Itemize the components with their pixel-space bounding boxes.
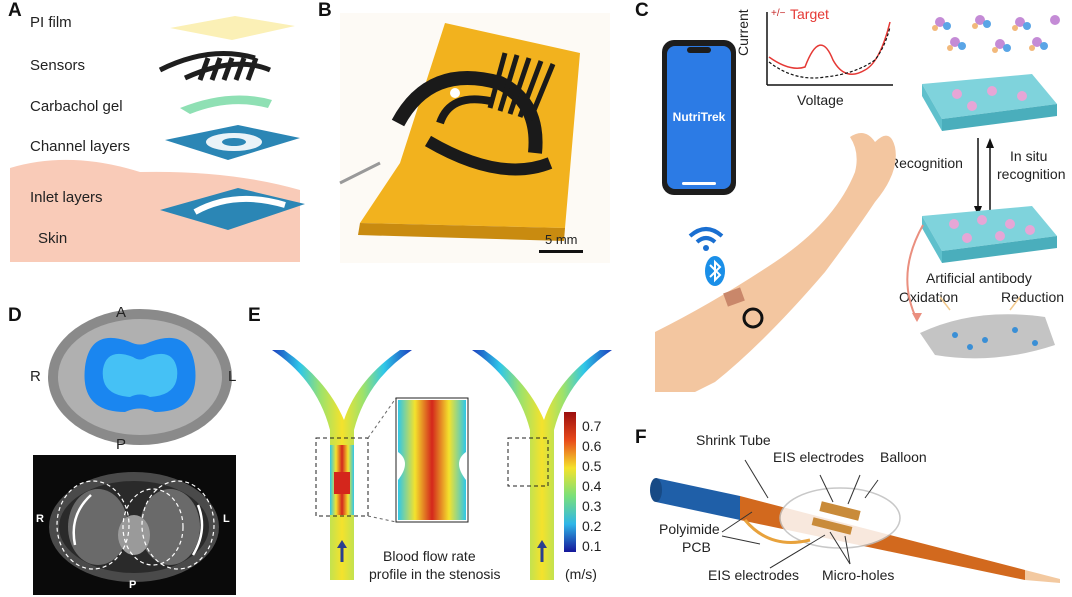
plot-ylabel: Current <box>735 9 751 56</box>
label-pcb: PCB <box>682 539 711 555</box>
label-skin: Skin <box>38 230 68 247</box>
in-situ-label: In situ <box>1010 148 1048 164</box>
colorbar-tick: 0.5 <box>582 458 602 474</box>
ct-label-l: L <box>223 513 230 525</box>
in-situ-recognition-label: recognition <box>997 166 1066 182</box>
orient-p: P <box>116 436 127 453</box>
colorbar-unit: (m/s) <box>565 566 597 582</box>
colorbar-tick: 0.4 <box>582 478 602 494</box>
molecule-cluster <box>932 15 1060 53</box>
label-eis-bottom: EIS electrodes <box>708 567 800 583</box>
label-channel-layers: Channel layers <box>30 138 131 155</box>
voltammogram-plot <box>766 12 893 86</box>
plot-xlabel: Voltage <box>797 92 844 108</box>
bluetooth-icon <box>705 256 725 286</box>
label-pi-film: PI film <box>30 14 72 31</box>
sensors-layer <box>158 51 271 81</box>
panel-a-illustration <box>10 16 305 262</box>
label-inlet-layers: Inlet layers <box>30 189 103 206</box>
orient-r: R <box>30 368 41 385</box>
orient-l: L <box>228 368 237 385</box>
electrode-mesh <box>906 224 1055 359</box>
recognition-block-bottom <box>922 206 1057 263</box>
label-eis-top: EIS electrodes <box>773 449 865 465</box>
stenosis-flow-diagram <box>272 350 612 580</box>
colorbar-tick: 0.3 <box>582 498 602 514</box>
scale-bar-label: 5 mm <box>545 232 578 247</box>
colorbar-tick: 0.1 <box>582 538 602 554</box>
recognition-arrows <box>974 138 994 216</box>
caption-line-1: Blood flow rate <box>383 548 476 564</box>
caption-line-2: profile in the stenosis <box>369 566 501 582</box>
panel-label-a: A <box>8 0 22 21</box>
scale-bar <box>539 250 583 253</box>
label-micro-holes: Micro-holes <box>822 567 895 583</box>
panel-label-c: C <box>635 0 649 21</box>
label-shrink-tube: Shrink Tube <box>696 432 771 448</box>
legend-sign: +/− <box>771 8 786 19</box>
smartphone: NutriTrek <box>662 40 736 195</box>
sensor-chip <box>339 23 580 241</box>
colorbar-tick: 0.6 <box>582 438 602 454</box>
panel-label-f: F <box>635 427 647 448</box>
panel-label-e: E <box>248 305 261 326</box>
colorbar <box>564 412 576 552</box>
artificial-antibody-label: Artificial antibody <box>926 270 1032 286</box>
gel-layer <box>180 95 272 114</box>
panel-label-d: D <box>8 305 22 326</box>
eit-image <box>48 309 232 445</box>
ct-label-r: R <box>36 513 44 525</box>
recognition-label: Recognition <box>889 155 963 171</box>
orient-a: A <box>116 304 127 321</box>
label-carbachol-gel: Carbachol gel <box>30 98 123 115</box>
label-polyimide: Polyimide <box>659 521 720 537</box>
skin-layer <box>10 159 300 262</box>
pi-film-layer <box>170 16 295 40</box>
ct-label-p: P <box>129 579 137 591</box>
label-sensors: Sensors <box>30 57 86 74</box>
legend-target: Target <box>790 6 829 22</box>
label-balloon: Balloon <box>880 449 927 465</box>
panel-label-b: B <box>318 0 332 21</box>
ct-scan-image: R L P <box>33 455 236 595</box>
wearable-sensor <box>742 307 764 329</box>
balloon-catheter <box>650 459 1060 583</box>
colorbar-ticks: 0.7 0.6 0.5 0.4 0.3 0.2 0.1 <box>582 418 622 558</box>
recognition-block-top <box>922 74 1057 131</box>
arm-illustration <box>655 133 896 392</box>
app-name: NutriTrek <box>672 110 726 124</box>
colorbar-tick: 0.7 <box>582 418 602 434</box>
colorbar-tick: 0.2 <box>582 518 602 534</box>
wifi-icon <box>688 227 724 251</box>
